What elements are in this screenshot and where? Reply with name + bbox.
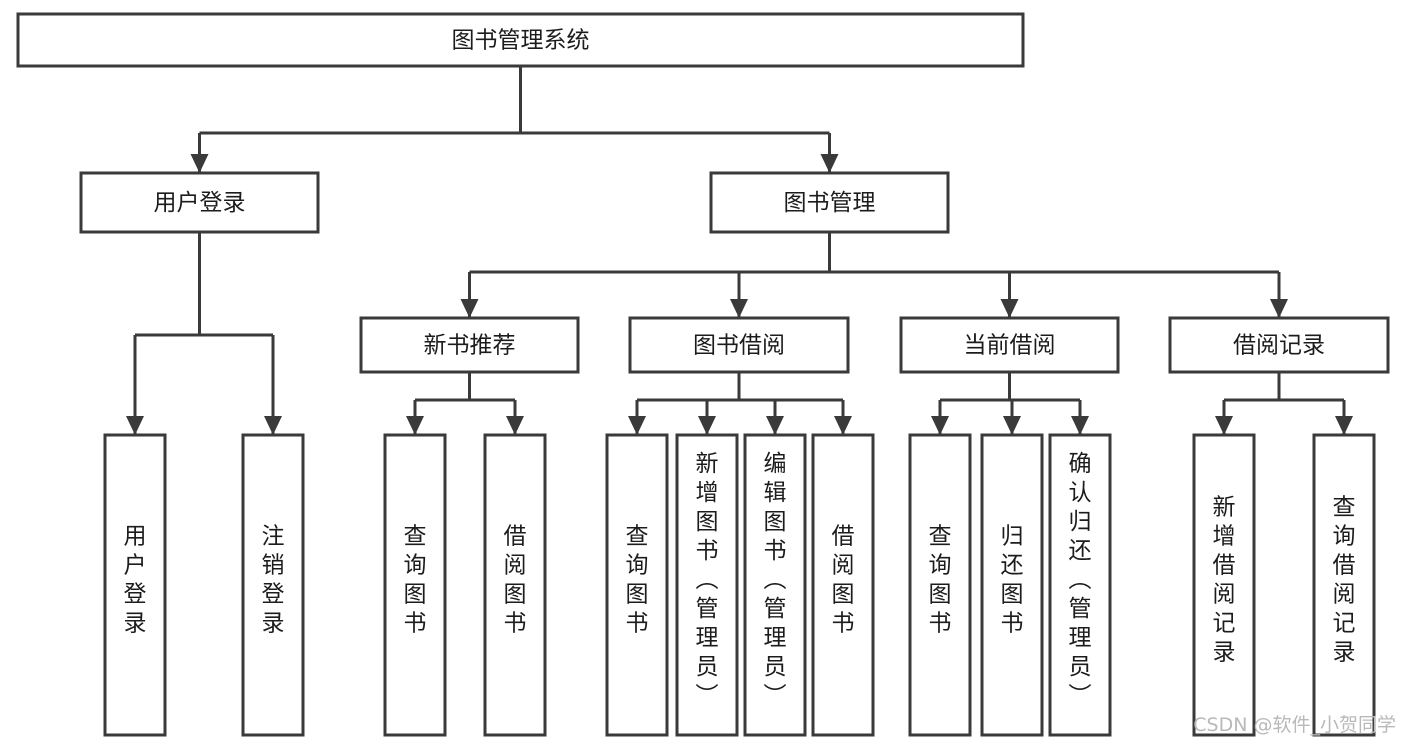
node-leaf_confirm_return[interactable]: 确认归还︵管理员︶ (1048, 433, 1112, 737)
node-label-leaf_add_book: 新增图书︵管理员︶ (696, 451, 719, 709)
node-label-root: 图书管理系统 (452, 28, 590, 54)
node-label-leaf_logout: 注销登录 (262, 524, 285, 637)
node-label-new_book_rec: 新书推荐 (424, 333, 516, 359)
arrowhead-icon (264, 416, 282, 435)
node-leaf_user_login[interactable]: 用户登录 (103, 433, 167, 737)
arrowhead-icon (460, 299, 479, 318)
node-label-leaf_return_book: 归还图书 (1001, 524, 1024, 637)
edge-group-root (190, 66, 839, 173)
node-box-book_manage[interactable] (709, 171, 950, 234)
node-label-book_borrow: 图书借阅 (693, 333, 785, 359)
node-leaf_borrow_book_1[interactable]: 借阅图书 (483, 433, 547, 737)
node-label-leaf_query_book_3: 查询图书 (929, 524, 952, 637)
node-user_login[interactable]: 用户登录 (79, 171, 320, 234)
node-label-leaf_edit_book: 编辑图书︵管理员︶ (764, 451, 787, 709)
node-leaf_add_book[interactable]: 新增图书︵管理员︶ (675, 433, 739, 737)
arrowhead-icon (1003, 416, 1021, 435)
arrowhead-icon (190, 154, 209, 173)
node-label-leaf_borrow_book_2: 借阅图书 (832, 524, 855, 637)
node-box-leaf_query_book_1[interactable] (383, 433, 447, 737)
arrowhead-icon (698, 416, 716, 435)
arrowhead-icon (1270, 299, 1288, 318)
node-new_book_rec[interactable]: 新书推荐 (359, 316, 580, 374)
node-root[interactable]: 图书管理系统 (16, 12, 1025, 68)
node-label-leaf_confirm_return: 确认归还︵管理员︶ (1069, 451, 1092, 709)
node-box-leaf_return_book[interactable] (980, 433, 1044, 737)
node-leaf_return_book[interactable]: 归还图书 (980, 433, 1044, 737)
node-leaf_query_record[interactable]: 查询借阅记录 (1312, 433, 1376, 737)
node-box-leaf_borrow_book_1[interactable] (483, 433, 547, 737)
node-label-leaf_add_record: 新增借阅记录 (1213, 495, 1236, 666)
node-label-leaf_user_login: 用户登录 (124, 524, 147, 637)
edge-group-new_book_rec (406, 372, 524, 435)
arrowhead-icon (820, 154, 839, 173)
node-box-borrow_record[interactable] (1168, 316, 1390, 374)
node-label-user_login: 用户登录 (154, 190, 246, 216)
arrowhead-icon (1335, 416, 1353, 435)
node-box-new_book_rec[interactable] (359, 316, 580, 374)
node-leaf_query_book_3[interactable]: 查询图书 (908, 433, 972, 737)
node-box-leaf_user_login[interactable] (103, 433, 167, 737)
node-box-leaf_logout[interactable] (241, 433, 305, 737)
arrowhead-icon (1071, 416, 1089, 435)
connector-layer (126, 66, 1353, 435)
node-borrow_record[interactable]: 借阅记录 (1168, 316, 1390, 374)
edge-group-book_borrow (628, 372, 852, 435)
node-label-leaf_query_book_2: 查询图书 (626, 524, 649, 637)
arrowhead-icon (506, 416, 524, 435)
edge-group-current_borrow (931, 372, 1089, 435)
node-box-leaf_edit_book[interactable] (743, 433, 807, 737)
node-box-book_borrow[interactable] (628, 316, 850, 374)
node-box-leaf_borrow_book_2[interactable] (811, 433, 875, 737)
node-label-leaf_query_book_1: 查询图书 (404, 524, 427, 637)
arrowhead-icon (931, 416, 949, 435)
edge-group-borrow_record (1215, 372, 1353, 435)
node-box-user_login[interactable] (79, 171, 320, 234)
node-box-leaf_query_record[interactable] (1312, 433, 1376, 737)
node-box-leaf_add_book[interactable] (675, 433, 739, 737)
arrowhead-icon (126, 416, 144, 435)
node-leaf_query_book_1[interactable]: 查询图书 (383, 433, 447, 737)
node-label-current_borrow: 当前借阅 (964, 333, 1056, 359)
node-leaf_edit_book[interactable]: 编辑图书︵管理员︶ (743, 433, 807, 737)
node-book_manage[interactable]: 图书管理 (709, 171, 950, 234)
node-box-leaf_confirm_return[interactable] (1048, 433, 1112, 737)
node-leaf_logout[interactable]: 注销登录 (241, 433, 305, 737)
arrowhead-icon (1215, 416, 1233, 435)
node-leaf_add_record[interactable]: 新增借阅记录 (1192, 433, 1256, 737)
csdn-watermark: CSDN @软件_小贺同学 (1193, 714, 1396, 736)
node-label-borrow_record: 借阅记录 (1233, 333, 1325, 359)
node-box-current_borrow[interactable] (899, 316, 1120, 374)
node-box-root[interactable] (16, 12, 1025, 68)
arrowhead-icon (766, 416, 784, 435)
node-layer: 图书管理系统用户登录图书管理新书推荐图书借阅当前借阅借阅记录用户登录注销登录查询… (16, 12, 1390, 737)
edge-group-book_manage (460, 232, 1288, 318)
arrowhead-icon (628, 416, 646, 435)
node-box-leaf_query_book_2[interactable] (605, 433, 669, 737)
node-leaf_borrow_book_2[interactable]: 借阅图书 (811, 433, 875, 737)
node-book_borrow[interactable]: 图书借阅 (628, 316, 850, 374)
node-box-leaf_query_book_3[interactable] (908, 433, 972, 737)
edge-group-user_login (126, 232, 282, 435)
node-label-leaf_borrow_book_1: 借阅图书 (504, 524, 527, 637)
node-label-leaf_query_record: 查询借阅记录 (1333, 495, 1356, 666)
arrowhead-icon (406, 416, 424, 435)
arrowhead-icon (730, 299, 748, 318)
node-label-book_manage: 图书管理 (784, 190, 876, 216)
arrowhead-icon (834, 416, 852, 435)
node-current_borrow[interactable]: 当前借阅 (899, 316, 1120, 374)
node-leaf_query_book_2[interactable]: 查询图书 (605, 433, 669, 737)
arrowhead-icon (1000, 299, 1019, 318)
node-box-leaf_add_record[interactable] (1192, 433, 1256, 737)
